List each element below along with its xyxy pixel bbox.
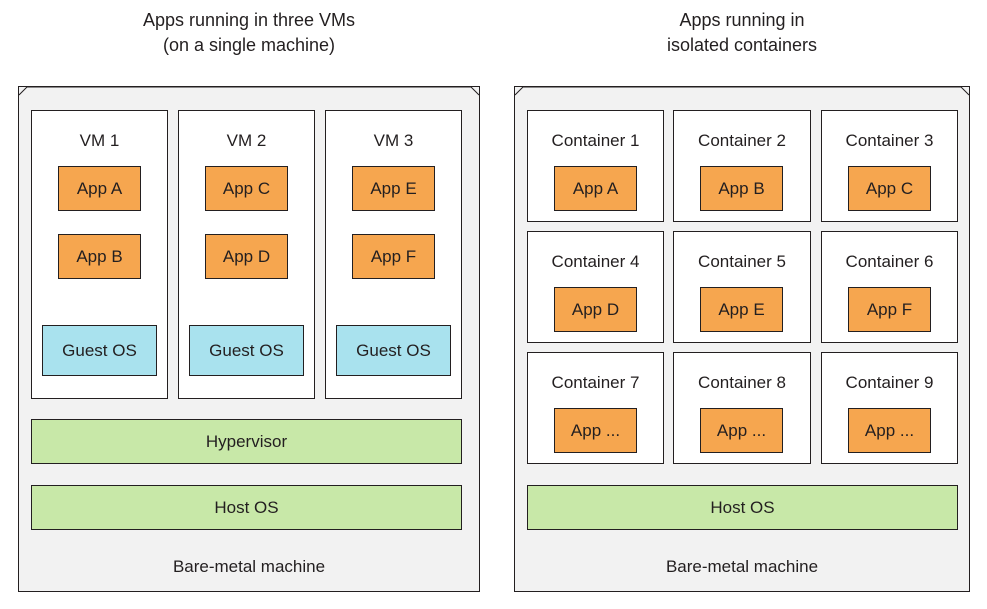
container-4-app: App D bbox=[554, 287, 637, 332]
container-8-label: Container 8 bbox=[698, 373, 786, 392]
vm-2-label: VM 2 bbox=[226, 131, 267, 150]
left-machine-label: Bare-metal machine bbox=[172, 557, 326, 576]
hypervisor-layer: Hypervisor bbox=[31, 419, 462, 464]
vm-1: VM 1 App A App B Guest OS bbox=[31, 110, 168, 399]
container-2-app: App B bbox=[700, 166, 783, 211]
vm-3: VM 3 App E App F Guest OS bbox=[325, 110, 462, 399]
vm-2: VM 2 App C App D Guest OS bbox=[178, 110, 315, 399]
container-1: Container 1 App A bbox=[527, 110, 664, 222]
container-5: Container 5 App E bbox=[673, 231, 811, 343]
vm-2-app-2: App D bbox=[205, 234, 288, 279]
container-diagram-title: Apps running in isolated containers bbox=[666, 10, 818, 55]
container-3-app: App C bbox=[848, 166, 931, 211]
container-5-app: App E bbox=[700, 287, 783, 332]
container-6-app: App F bbox=[848, 287, 931, 332]
container-8: Container 8 App ... bbox=[673, 352, 811, 464]
right-bare-metal-machine: Container 1 App A Container 2 App B Cont… bbox=[514, 86, 970, 592]
vm-1-guest-os: Guest OS bbox=[42, 325, 157, 376]
vm-diagram-title: Apps running in three VMs (on a single m… bbox=[142, 10, 356, 55]
container-1-app: App A bbox=[554, 166, 637, 211]
vm-3-app-2: App F bbox=[352, 234, 435, 279]
right-host-os-layer: Host OS bbox=[527, 485, 958, 530]
container-2: Container 2 App B bbox=[673, 110, 811, 222]
container-7-app: App ... bbox=[554, 408, 637, 453]
vm-2-app-1: App C bbox=[205, 166, 288, 211]
container-3: Container 3 App C bbox=[821, 110, 958, 222]
container-3-label: Container 3 bbox=[845, 131, 934, 150]
vm-3-guest-os: Guest OS bbox=[336, 325, 451, 376]
vm-1-label: VM 1 bbox=[79, 131, 120, 150]
vm-3-label: VM 3 bbox=[373, 131, 414, 150]
container-9-app: App ... bbox=[848, 408, 931, 453]
container-6: Container 6 App F bbox=[821, 231, 958, 343]
vm-1-app-2: App B bbox=[58, 234, 141, 279]
container-1-label: Container 1 bbox=[551, 131, 640, 150]
container-2-label: Container 2 bbox=[698, 131, 786, 150]
right-machine-label: Bare-metal machine bbox=[665, 557, 819, 576]
vm-2-guest-os: Guest OS bbox=[189, 325, 304, 376]
container-8-app: App ... bbox=[700, 408, 783, 453]
container-4-label: Container 4 bbox=[551, 252, 640, 271]
container-7: Container 7 App ... bbox=[527, 352, 664, 464]
left-host-os-layer: Host OS bbox=[31, 485, 462, 530]
vm-3-app-1: App E bbox=[352, 166, 435, 211]
container-9-label: Container 9 bbox=[845, 373, 934, 392]
container-4: Container 4 App D bbox=[527, 231, 664, 343]
container-7-label: Container 7 bbox=[551, 373, 640, 392]
container-6-label: Container 6 bbox=[845, 252, 934, 271]
left-bare-metal-machine: VM 1 App A App B Guest OS VM 2 App C App… bbox=[18, 86, 480, 592]
vm-1-app-1: App A bbox=[58, 166, 141, 211]
container-5-label: Container 5 bbox=[698, 252, 786, 271]
container-9: Container 9 App ... bbox=[821, 352, 958, 464]
